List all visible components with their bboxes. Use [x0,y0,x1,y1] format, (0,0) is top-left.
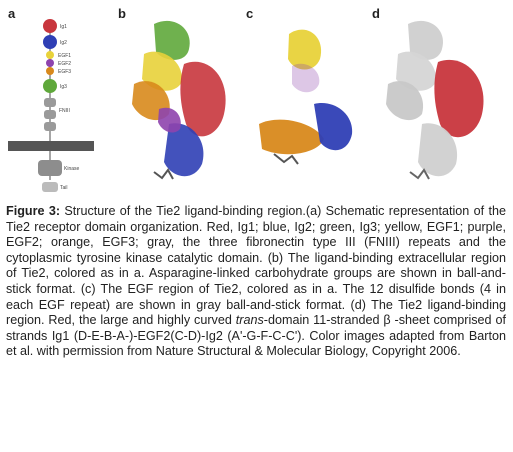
figure-image: a b c d Ig1 Ig2 EGF1 EGF2 EGF3 Ig3 FNIII… [0,0,513,200]
schematic-diagram: Ig1 Ig2 EGF1 EGF2 EGF3 Ig3 FNIII Kinase … [8,19,94,192]
ig3-domain [43,79,57,93]
egf2-domain [46,59,54,67]
caption-text-1: Structure of the Tie2 ligand-binding reg… [6,204,506,328]
label-ig3: Ig3 [60,84,67,90]
caption-text-2: -domain 11-stranded β -sheet comprised o… [6,313,506,359]
panel-label-a: a [8,6,16,21]
kinase-domain [38,160,62,176]
label-egf2: EGF2 [58,61,71,67]
structure-c [259,29,353,165]
fn2-domain [44,110,56,119]
label-ig2: Ig2 [60,40,67,46]
panel-label-d: d [372,6,380,21]
figure-caption: Figure 3: Structure of the Tie2 ligand-b… [6,204,506,360]
structure-b [132,20,226,180]
fn1-domain [44,98,56,107]
panel-label-c: c [246,6,254,21]
label-kinase: Kinase [64,166,80,172]
ig1-domain [43,19,57,33]
panel-label-b: b [118,6,126,21]
caption-italic: trans [235,313,264,328]
ig2-domain [43,35,57,49]
egf1-domain [46,51,54,59]
fn3-domain [44,122,56,131]
label-ig1: Ig1 [60,24,67,30]
tail-domain [42,182,58,192]
membrane [8,141,94,151]
label-tail: Tail [60,185,68,191]
egf3-domain [46,67,54,75]
figure-label: Figure 3: [6,204,61,218]
label-egf1: EGF1 [58,53,71,59]
label-fn: FNIII [59,108,70,114]
label-egf3: EGF3 [58,69,71,75]
structure-d [386,20,484,180]
